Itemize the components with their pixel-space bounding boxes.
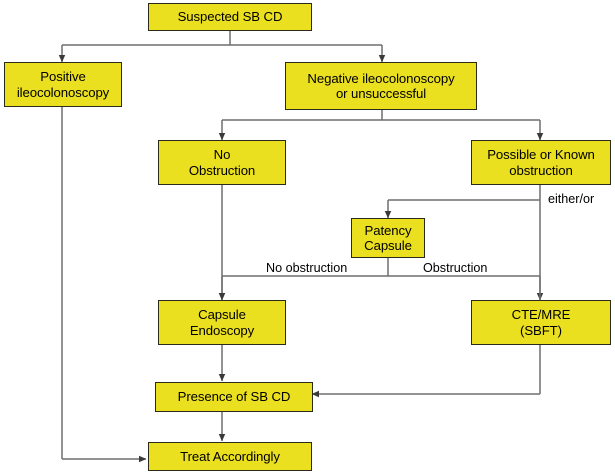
node-suspected-sb-cd-label: Suspected SB CD (177, 9, 283, 25)
line-1: Capsule (198, 307, 246, 322)
node-capsule-endoscopy[interactable]: Capsule Endoscopy (158, 300, 286, 345)
node-patency-capsule-label: Patency Capsule (361, 223, 415, 254)
line-2: Obstruction (188, 162, 256, 178)
node-negative-ileocolonoscopy-label: Negative ileocolonoscopy or unsuccessful (304, 71, 457, 102)
node-possible-or-known-obstruction[interactable]: Possible or Known obstruction (471, 140, 611, 185)
node-suspected-sb-cd[interactable]: Suspected SB CD (148, 3, 312, 31)
node-possible-or-known-obstruction-label: Possible or Known obstruction (484, 147, 598, 178)
line-1: Patency (364, 222, 412, 238)
line-2: obstruction (509, 162, 573, 178)
node-presence-of-sb-cd[interactable]: Presence of SB CD (155, 382, 313, 412)
node-treat-accordingly[interactable]: Treat Accordingly (148, 442, 312, 471)
node-positive-ileocolonoscopy-label: Positive ileocolonoscopy (14, 69, 112, 100)
node-treat-accordingly-label: Treat Accordingly (180, 448, 280, 464)
line-1: Possible or Known (487, 147, 595, 162)
node-no-obstruction[interactable]: No Obstruction (158, 140, 286, 185)
line-2: Endoscopy (189, 322, 255, 338)
line-1: CTE/MRE (511, 307, 571, 322)
line-2: ileocolonoscopy (16, 84, 110, 100)
edge-label-obstruction: Obstruction (421, 261, 490, 275)
edge-label-either-or: either/or (546, 192, 597, 206)
node-negative-ileocolonoscopy[interactable]: Negative ileocolonoscopy or unsuccessful (285, 62, 477, 110)
node-presence-of-sb-cd-label: Presence of SB CD (177, 389, 291, 405)
edge-label-no-obstruction: No obstruction (264, 261, 350, 275)
node-cte-mre-sbft-label: CTE/MRE (SBFT) (509, 307, 574, 338)
node-patency-capsule[interactable]: Patency Capsule (351, 218, 425, 258)
node-no-obstruction-label: No Obstruction (186, 147, 258, 178)
node-positive-ileocolonoscopy[interactable]: Positive ileocolonoscopy (4, 62, 122, 107)
line-2: or unsuccessful (335, 86, 427, 101)
node-capsule-endoscopy-label: Capsule Endoscopy (187, 307, 257, 338)
line-2: (SBFT) (520, 322, 562, 338)
line-1: No (213, 147, 231, 162)
node-cte-mre-sbft[interactable]: CTE/MRE (SBFT) (471, 300, 611, 345)
line-1: Negative ileocolonoscopy (307, 70, 455, 86)
line-2: Capsule (364, 238, 412, 253)
line-1: Positive (40, 69, 86, 84)
